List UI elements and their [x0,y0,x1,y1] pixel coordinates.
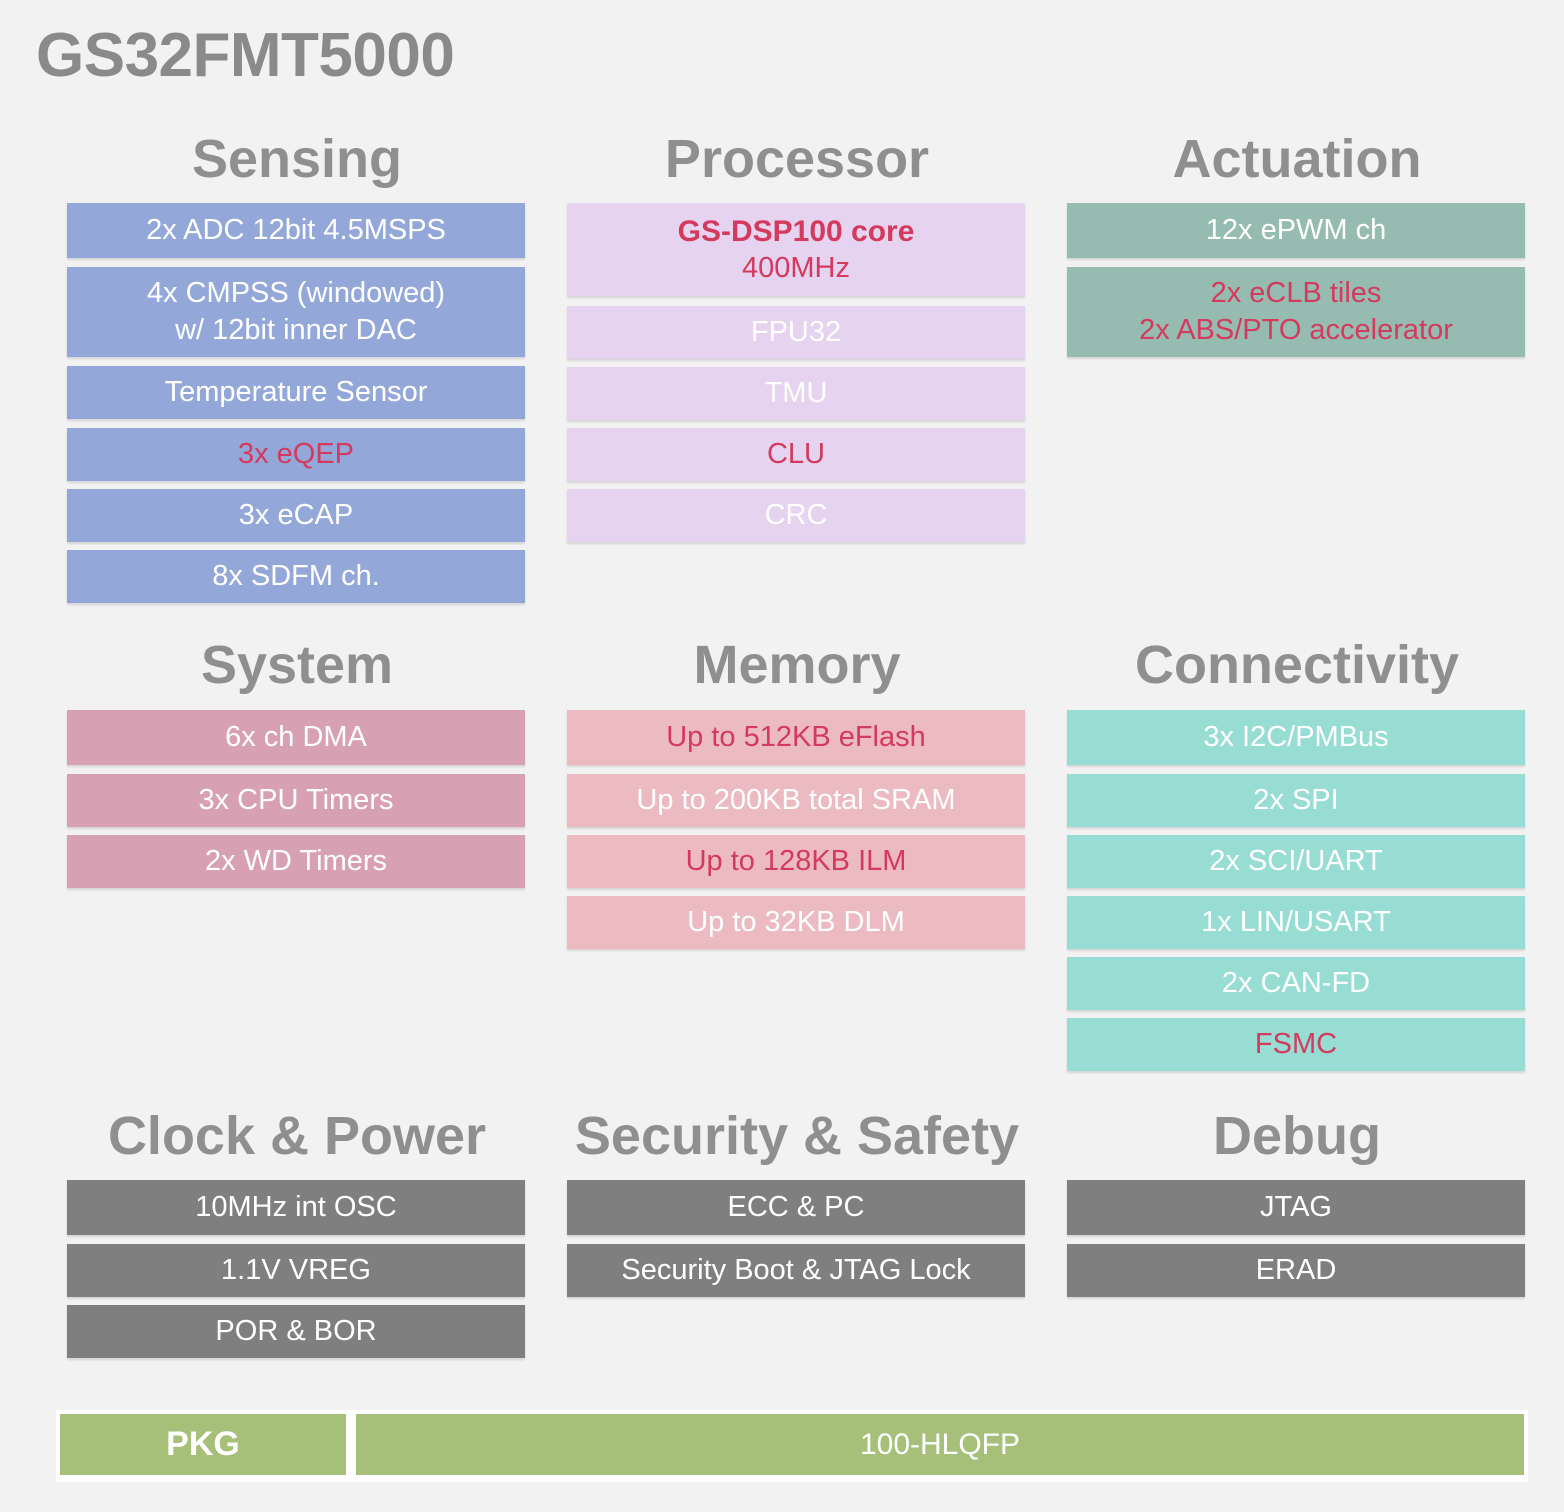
crc-block: CRC [567,489,1025,542]
debug-heading: Debug [1213,1106,1381,1166]
ecc-pc-block: ECC & PC [567,1180,1025,1235]
por-bor-label: POR & BOR [215,1315,377,1347]
eclb-block: 2x eCLB tiles 2x ABS/PTO accelerator [1067,267,1525,357]
dma-label: 6x ch DMA [225,721,367,753]
processor-heading: Processor [664,129,930,189]
eflash-label: Up to 512KB eFlash [666,721,926,753]
ilm-label: Up to 128KB ILM [685,845,907,877]
memory-heading: Memory [693,635,901,695]
wd-timers-label: 2x WD Timers [204,845,388,877]
eflash-block: Up to 512KB eFlash [567,710,1025,765]
cpu-timers-block: 3x CPU Timers [67,774,525,827]
spi-block: 2x SPI [1067,774,1525,827]
epwm-block: 12x ePWM ch [1067,203,1525,258]
eclb-label: 2x eCLB tiles [1210,277,1382,309]
sci-uart-label: 2x SCI/UART [1209,845,1383,877]
temperature-sensor-block: Temperature Sensor [67,366,525,419]
package-label: PKG [60,1414,346,1475]
jtag-label: JTAG [1260,1191,1332,1223]
can-fd-label: 2x CAN-FD [1221,967,1371,999]
adc-block: 2x ADC 12bit 4.5MSPS [67,203,525,258]
ecap-block: 3x eCAP [67,489,525,542]
i2c-block: 3x I2C/PMBus [1067,710,1525,765]
erad-label: ERAD [1255,1254,1337,1286]
can-fd-block: 2x CAN-FD [1067,957,1525,1010]
dlm-block: Up to 32KB DLM [567,896,1025,949]
cmpss-block: 4x CMPSS (windowed) w/ 12bit inner DAC [67,267,525,357]
i2c-label: 3x I2C/PMBus [1203,721,1389,753]
adc-label: 2x ADC 12bit 4.5MSPS [146,214,446,246]
jtag-block: JTAG [1067,1180,1525,1235]
security-heading: Security & Safety [574,1106,1020,1166]
lin-usart-label: 1x LIN/USART [1201,906,1391,938]
security-boot-block: Security Boot & JTAG Lock [567,1244,1025,1297]
fsmc-label: FSMC [1254,1028,1338,1060]
clock-power-heading: Clock & Power [107,1106,487,1166]
clu-block: CLU [567,428,1025,481]
dma-block: 6x ch DMA [67,710,525,765]
sdfm-label: 8x SDFM ch. [212,560,380,592]
dlm-label: Up to 32KB DLM [687,906,905,938]
sensing-heading: Sensing [191,129,403,189]
cmpss-dac-label: w/ 12bit inner DAC [175,314,417,346]
security-boot-label: Security Boot & JTAG Lock [621,1254,971,1286]
crc-label: CRC [764,499,828,531]
tmu-block: TMU [567,367,1025,420]
vreg-label: 1.1V VREG [221,1254,371,1286]
dsp-core-block: GS-DSP100 core 400MHz [567,203,1025,296]
sram-label: Up to 200KB total SRAM [636,784,956,816]
clu-label: CLU [766,438,825,470]
epwm-label: 12x ePWM ch [1205,214,1387,246]
sram-block: Up to 200KB total SRAM [567,774,1025,827]
lin-usart-block: 1x LIN/USART [1067,896,1525,949]
fsmc-block: FSMC [1067,1018,1525,1071]
actuation-heading: Actuation [1172,129,1422,189]
package-value: 100-HLQFP [356,1414,1524,1475]
cmpss-label: 4x CMPSS (windowed) [146,277,446,309]
package-bar: PKG 100-HLQFP [56,1410,1528,1482]
fpu32-block: FPU32 [567,306,1025,359]
sdfm-block: 8x SDFM ch. [67,550,525,603]
vreg-block: 1.1V VREG [67,1244,525,1297]
ecap-label: 3x eCAP [238,499,354,531]
cpu-timers-label: 3x CPU Timers [198,784,394,816]
spi-label: 2x SPI [1253,784,1339,816]
dsp-core-label: GS-DSP100 core [677,214,915,248]
fpu32-label: FPU32 [750,316,842,348]
system-heading: System [200,635,394,695]
erad-block: ERAD [1067,1244,1525,1297]
por-bor-block: POR & BOR [67,1305,525,1358]
osc-label: 10MHz int OSC [195,1191,397,1223]
eqep-label: 3x eQEP [237,438,355,470]
connectivity-heading: Connectivity [1134,635,1460,695]
ilm-block: Up to 128KB ILM [567,835,1025,888]
osc-block: 10MHz int OSC [67,1180,525,1235]
sci-uart-block: 2x SCI/UART [1067,835,1525,888]
page-title: GS32FMT5000 [36,21,455,90]
ecc-pc-label: ECC & PC [727,1191,865,1223]
wd-timers-block: 2x WD Timers [67,835,525,888]
abs-pto-label: 2x ABS/PTO accelerator [1139,314,1453,346]
dsp-frequency-label: 400MHz [742,251,850,284]
temperature-sensor-label: Temperature Sensor [164,376,428,408]
eqep-block: 3x eQEP [67,428,525,481]
tmu-label: TMU [764,377,828,409]
